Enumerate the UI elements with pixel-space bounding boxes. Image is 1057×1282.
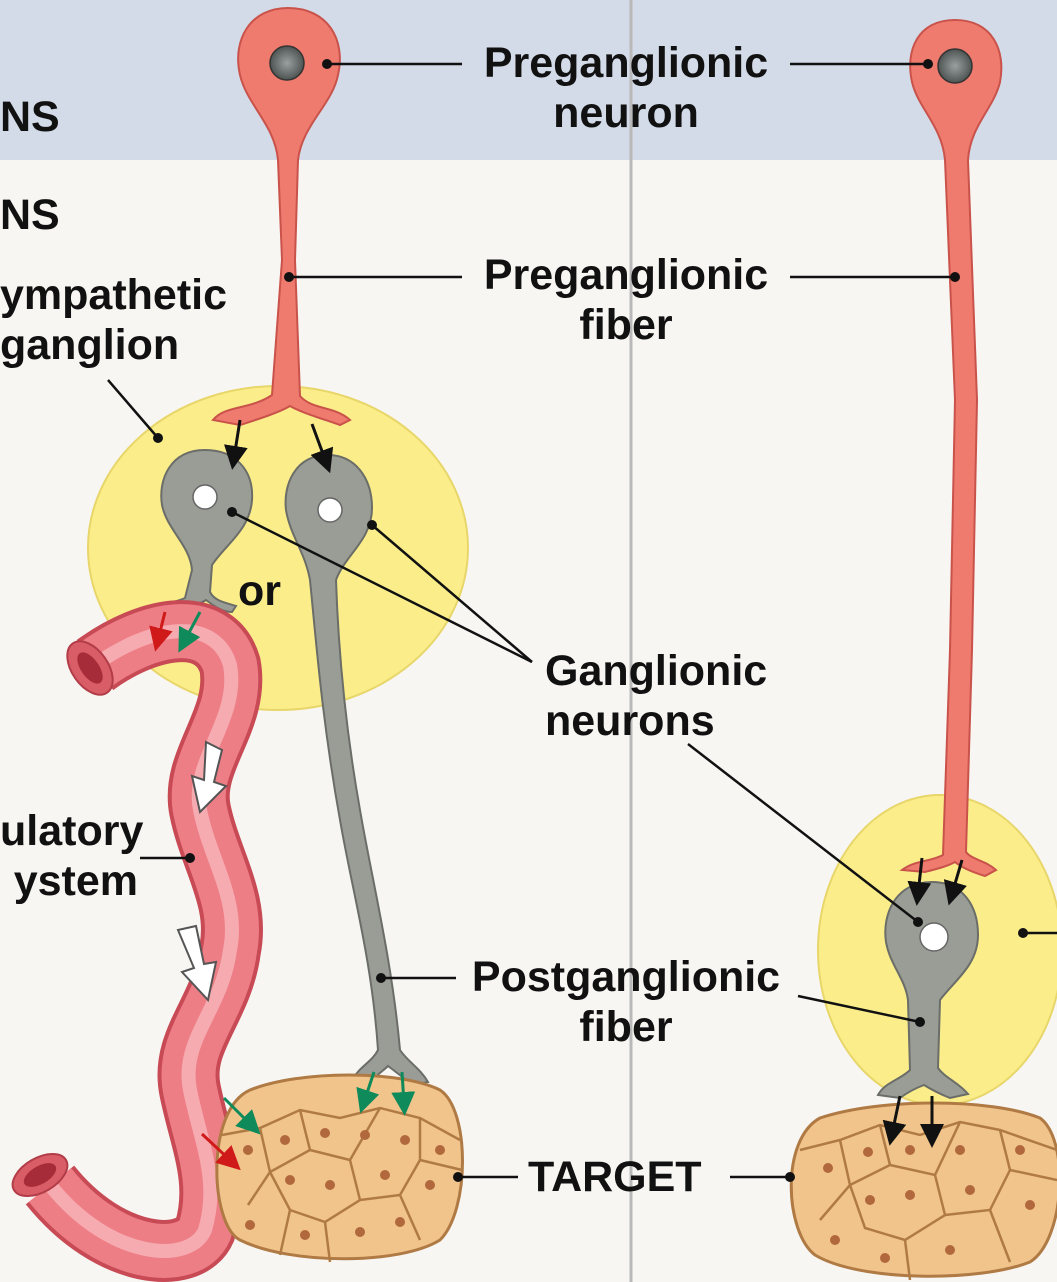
preganglionic-neuron-line-2: neuron [462,88,790,138]
target-arrow-green-2 [402,1072,404,1104]
circulatory-system-line-1: ulatory [0,806,138,856]
sympathetic-ganglion-label: ympathetic ganglion [0,270,227,370]
blood-vessel [6,631,232,1251]
preganglionic-fiber-line-2: fiber [462,300,790,350]
ganglionic-neurons-line-2: neurons [545,696,767,746]
postganglionic-fiber-label: Postganglionic fiber [456,952,796,1052]
or-label: or [238,566,281,616]
preganglionic-fiber-label: Preganglionic fiber [462,250,790,350]
target-label: TARGET [528,1152,702,1202]
preganglionic-neuron-label: Preganglionic neuron [462,38,790,138]
ganglionic-neurons-label: Ganglionic neurons [545,646,767,746]
sympathetic-ganglion-line-1: ympathetic [0,270,227,320]
postganglionic-fiber-line-1: Postganglionic [456,952,796,1002]
ganglionic-neurons-line-1: Ganglionic [545,646,767,696]
left-target-tissue [217,1075,463,1262]
header-fragment-ns: NS [0,92,60,142]
postganglionic-fiber-line-2: fiber [456,1002,796,1052]
preganglionic-fiber-line-1: Preganglionic [462,250,790,300]
preganglionic-neuron-line-1: Preganglionic [462,38,790,88]
sympathetic-ganglion-line-2: ganglion [0,320,227,370]
circulatory-system-line-2: ystem [0,856,138,906]
right-neuron-nucleus [938,49,972,83]
right-target-tissue [791,1103,1057,1280]
fragment-ns: NS [0,190,60,240]
left-neuron-nucleus [270,46,304,80]
circulatory-system-label: ulatory ystem [0,806,138,906]
